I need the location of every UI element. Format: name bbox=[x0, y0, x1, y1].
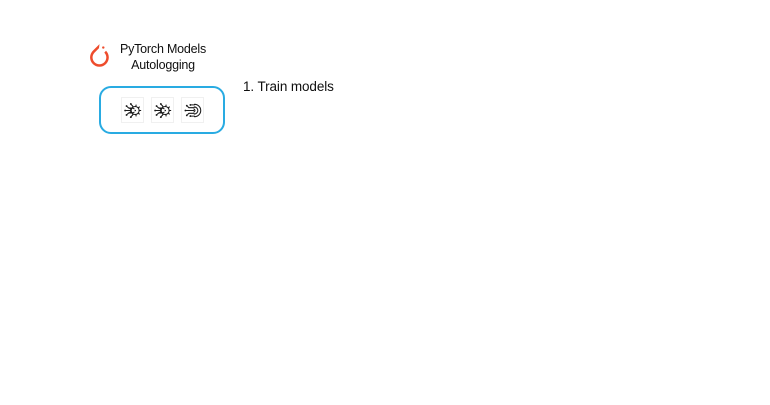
neural-chip-gear-icon bbox=[120, 97, 144, 123]
diagram-title: PyTorch Models Autologging bbox=[112, 42, 214, 73]
diagram-title-line2: Autologging bbox=[131, 57, 195, 72]
trained-models-box bbox=[99, 86, 225, 134]
pytorch-header: PyTorch Models Autologging bbox=[90, 42, 214, 73]
trained-models-row bbox=[120, 97, 204, 123]
diagram-title-line1: PyTorch Models bbox=[119, 42, 207, 56]
pytorch-flame-icon bbox=[90, 44, 109, 67]
step-label-train-models: 1. Train models bbox=[243, 79, 334, 94]
neural-chip-brain-icon bbox=[180, 97, 204, 123]
neural-chip-gear-icon bbox=[150, 97, 174, 123]
